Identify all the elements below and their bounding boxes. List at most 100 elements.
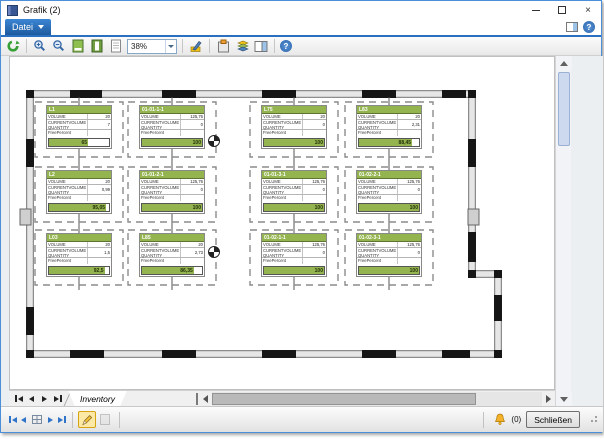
freepercent-bar: 100 xyxy=(141,203,203,212)
edit-mode-button[interactable] xyxy=(78,411,96,428)
floor-plan xyxy=(19,90,502,358)
horizontal-scrollbar[interactable] xyxy=(212,391,542,406)
freepercent-value: 100 xyxy=(192,204,201,211)
vertical-scroll-thumb[interactable] xyxy=(558,72,570,146)
freepercent-value: 100 xyxy=(314,139,323,146)
fit-width-icon[interactable] xyxy=(89,38,105,54)
currentvolume-value: 7 xyxy=(107,122,110,127)
inventory-card[interactable]: L1 VOLUME 20 CURRENTVOLUME QUANTITY 7 Fr… xyxy=(46,105,112,149)
maximize-button[interactable] xyxy=(549,1,575,19)
zoom-level-select[interactable]: 38% xyxy=(127,38,177,54)
freepercent-value: 100 xyxy=(192,139,201,146)
last-sheet-button[interactable] xyxy=(52,393,63,405)
first-sheet-button[interactable] xyxy=(13,393,24,405)
quantity-label: QUANTITY xyxy=(141,125,163,130)
quantity-label: QUANTITY xyxy=(141,253,163,258)
pencil-icon xyxy=(82,414,93,425)
vertical-scrollbar[interactable] xyxy=(555,56,572,406)
inventory-card[interactable]: L03 VOLUME 20 CURRENTVOLUME QUANTITY 1,5… xyxy=(46,233,112,277)
grid-view-icon[interactable] xyxy=(32,415,42,424)
prev-sheet-button[interactable] xyxy=(26,393,37,405)
volume-value: 20 xyxy=(415,114,420,119)
apply-changes-button[interactable] xyxy=(96,411,114,428)
title-bar: Grafik (2) × xyxy=(1,1,601,19)
currentvolume-label: CURRENTVOLUME xyxy=(141,120,180,125)
prev-record-button[interactable] xyxy=(18,414,29,426)
card-title: L75 xyxy=(262,106,326,114)
currentvolume-value: 1,5 xyxy=(104,250,110,255)
close-dialog-button[interactable]: Schließen xyxy=(526,411,580,428)
clipboard-icon[interactable] xyxy=(215,38,231,54)
card-title: L85 xyxy=(140,234,204,242)
volume-value: 125,76 xyxy=(312,242,325,247)
quantity-label: QUANTITY xyxy=(263,190,285,195)
volume-value: 125,76 xyxy=(312,179,325,184)
quantity-label: QUANTITY xyxy=(358,190,380,195)
inventory-card[interactable]: L85 VOLUME 20 CURRENTVOLUME QUANTITY 2,7… xyxy=(139,233,205,277)
column-symbol xyxy=(208,135,220,258)
quantity-label: QUANTITY xyxy=(358,253,380,258)
inventory-card[interactable]: 01-01-3-1 VOLUME 125,76 CURRENTVOLUME QU… xyxy=(261,170,327,214)
tab-inventory[interactable]: Inventory xyxy=(68,391,127,407)
currentvolume-value: 0,99 xyxy=(101,187,110,192)
card-title: L83 xyxy=(357,106,421,114)
inventory-card[interactable]: 01-02-3-1 VOLUME 125,76 CURRENTVOLUME QU… xyxy=(356,233,422,277)
next-sheet-button[interactable] xyxy=(39,393,50,405)
app-icon xyxy=(7,4,18,16)
inventory-card[interactable]: L83 VOLUME 20 CURRENTVOLUME QUANTITY 2,3… xyxy=(356,105,422,149)
minimize-button[interactable] xyxy=(523,1,549,19)
volume-value: 20 xyxy=(198,242,203,247)
card-title: 01-02-1-1 xyxy=(262,234,326,242)
currentvolume-label: CURRENTVOLUME xyxy=(263,185,302,190)
horizontal-scroll-thumb[interactable] xyxy=(212,392,476,405)
scroll-right-icon[interactable] xyxy=(542,391,555,406)
wall-bracket xyxy=(467,208,480,226)
properties-panel-icon[interactable] xyxy=(253,38,269,54)
freepercent-bar: 100 xyxy=(358,203,420,212)
freepercent-bar: 100 xyxy=(141,138,203,147)
freepercent-label: FreePercent xyxy=(263,130,287,135)
layers-icon[interactable] xyxy=(234,38,250,54)
freepercent-label: FreePercent xyxy=(358,258,382,263)
zoom-level-value: 38% xyxy=(131,41,148,51)
resize-grip[interactable] xyxy=(589,415,597,424)
fit-page-icon[interactable] xyxy=(70,38,86,54)
help-icon[interactable]: ? xyxy=(280,40,292,52)
help-icon[interactable]: ? xyxy=(583,21,595,33)
drawing-canvas[interactable]: L1 VOLUME 20 CURRENTVOLUME QUANTITY 7 Fr… xyxy=(9,56,555,390)
inventory-card[interactable]: 01-01-1-1 VOLUME 125,76 CURRENTVOLUME QU… xyxy=(139,105,205,149)
last-record-button[interactable] xyxy=(56,414,67,426)
scroll-left-icon[interactable] xyxy=(199,391,212,406)
file-menu-tab[interactable]: Datei xyxy=(5,19,52,35)
wall-bracket xyxy=(19,208,32,226)
inventory-card[interactable]: 01-01-2-1 VOLUME 125,76 CURRENTVOLUME QU… xyxy=(139,170,205,214)
layout-panel-icon[interactable] xyxy=(566,22,578,32)
quantity-label: QUANTITY xyxy=(358,125,380,130)
freepercent-bar: 88,45 xyxy=(358,138,420,147)
freepercent-bar: 95,05 xyxy=(48,203,110,212)
volume-value: 20 xyxy=(105,242,110,247)
close-window-button[interactable]: × xyxy=(585,4,591,16)
volume-value: 125,76 xyxy=(407,242,420,247)
chevron-down-icon xyxy=(38,25,45,29)
inventory-card[interactable]: 01-02-2-1 VOLUME 125,76 CURRENTVOLUME QU… xyxy=(356,170,422,214)
style-edit-icon[interactable] xyxy=(188,38,204,54)
scroll-up-icon[interactable] xyxy=(556,56,572,70)
inventory-card[interactable]: L75 VOLUME 20 CURRENTVOLUME QUANTITY 0 F… xyxy=(261,105,327,149)
freepercent-label: FreePercent xyxy=(48,130,72,135)
zoom-out-icon[interactable] xyxy=(51,38,67,54)
tab-split-handle[interactable] xyxy=(196,392,198,405)
file-menu-label: Datei xyxy=(12,22,34,32)
actual-size-icon[interactable] xyxy=(108,38,124,54)
zoom-in-icon[interactable] xyxy=(32,38,48,54)
refresh-icon[interactable] xyxy=(5,38,21,54)
inventory-card[interactable]: L2 VOLUME 20 CURRENTVOLUME QUANTITY 0,99… xyxy=(46,170,112,214)
currentvolume-value: 0 xyxy=(417,250,420,255)
card-title: 01-01-1-1 xyxy=(140,106,204,114)
notification-bell-icon[interactable] xyxy=(494,413,506,426)
scroll-down-icon[interactable] xyxy=(556,392,572,406)
first-record-button[interactable] xyxy=(7,414,18,426)
inventory-card[interactable]: 01-02-1-1 VOLUME 125,76 CURRENTVOLUME QU… xyxy=(261,233,327,277)
quantity-label: QUANTITY xyxy=(263,253,285,258)
next-record-button[interactable] xyxy=(45,414,56,426)
